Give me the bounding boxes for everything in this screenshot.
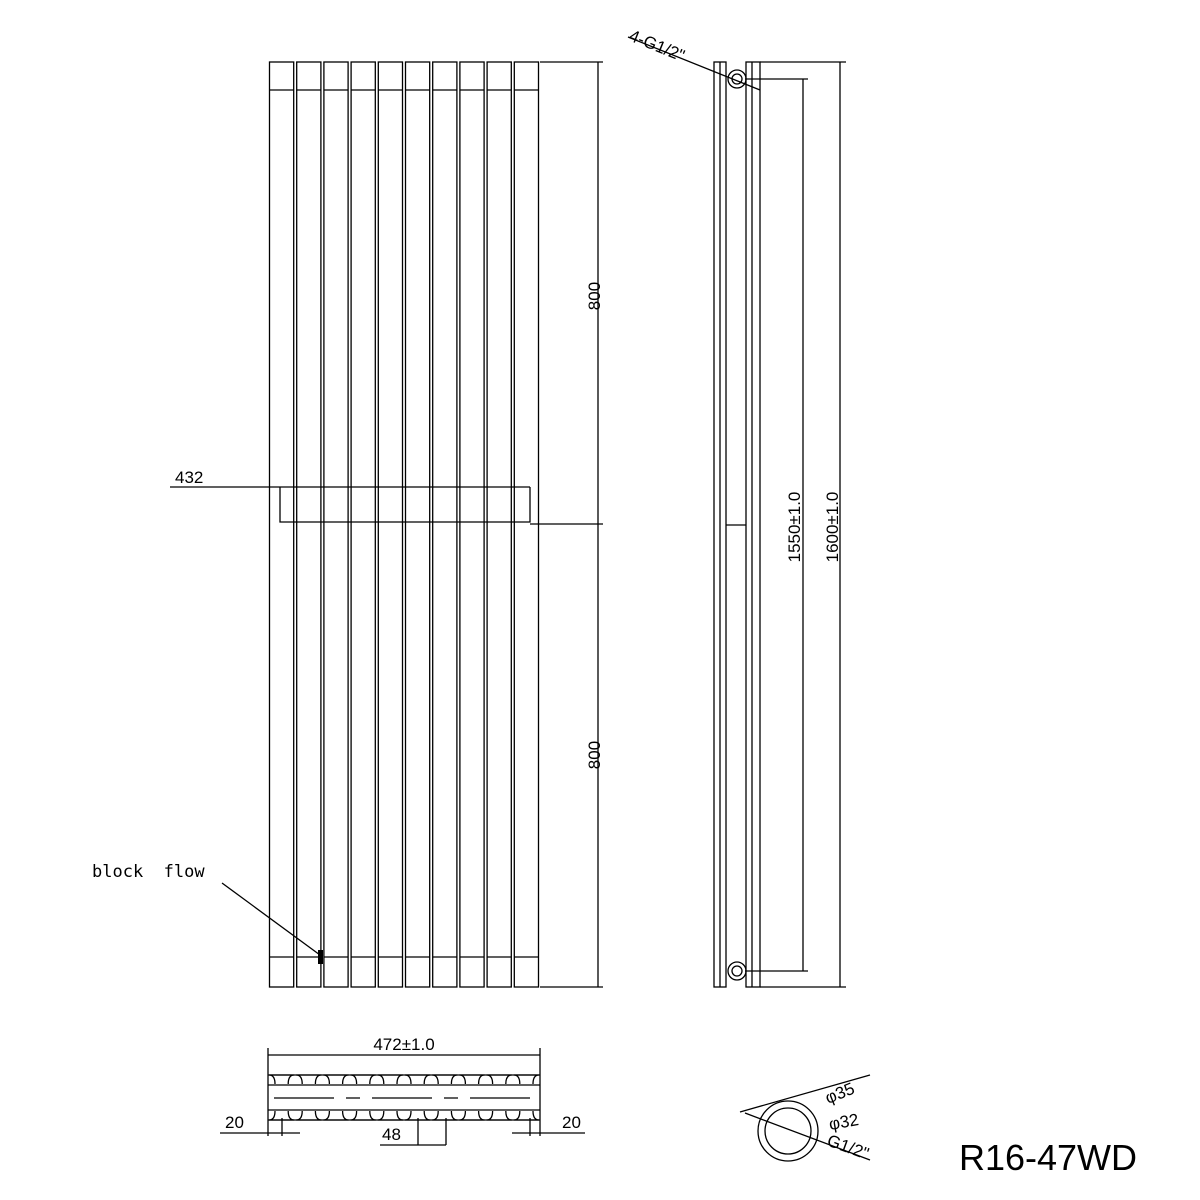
dim-1550: 1550±1.0	[785, 492, 804, 563]
block-flow-marker	[318, 950, 323, 964]
side-view: 4-G1/2" 1550±1.0 1600±1.0	[627, 26, 846, 988]
tube-profile	[296, 1074, 322, 1085]
dim-left-20: 20	[225, 1113, 244, 1132]
dim-1600: 1600±1.0	[823, 492, 842, 563]
dim-upper-800: 800	[585, 282, 604, 310]
tube-profile	[323, 1074, 349, 1085]
front-view	[268, 61, 540, 988]
tube-profile	[432, 1074, 458, 1085]
dim-right-20: 20	[562, 1113, 581, 1132]
top-connection-icon	[727, 69, 747, 89]
dim-phi32: φ32	[827, 1110, 860, 1134]
connections-label: 4-G1/2"	[627, 26, 688, 65]
tube-profile	[404, 1074, 431, 1085]
tube-profile	[513, 1074, 540, 1085]
tube-profile	[486, 1074, 512, 1085]
tube	[486, 61, 512, 988]
tube-profile	[377, 1074, 404, 1085]
thread-label: G1/2"	[825, 1131, 872, 1164]
dim-432: 432	[175, 468, 203, 487]
tube-section-detail: φ35 φ32 G1/2"	[739, 1074, 872, 1164]
dim-472: 472±1.0	[373, 1035, 434, 1054]
block-flow-label: block flow	[92, 862, 205, 882]
tube-profile	[350, 1074, 376, 1085]
tube-profile	[268, 1074, 295, 1085]
front-dimensions: 800 800 432 block flow	[92, 61, 604, 988]
tube	[459, 61, 485, 988]
dim-lower-800: 800	[585, 741, 604, 769]
bottom-connection-icon	[727, 961, 747, 981]
dim-48: 48	[382, 1125, 401, 1144]
tube	[296, 61, 322, 988]
tube	[404, 61, 431, 988]
tube	[432, 61, 458, 988]
tube	[350, 61, 376, 988]
tube-inner-icon	[764, 1107, 812, 1155]
dim-phi35: φ35	[822, 1079, 857, 1108]
tube	[268, 61, 295, 988]
tube-outer-icon	[757, 1100, 819, 1162]
model-number: R16-47WD	[959, 1137, 1137, 1178]
tube	[323, 61, 349, 988]
tube-profile	[459, 1074, 485, 1085]
plan-view: 472±1.0 20 20 48	[220, 1035, 585, 1146]
tube	[377, 61, 404, 988]
